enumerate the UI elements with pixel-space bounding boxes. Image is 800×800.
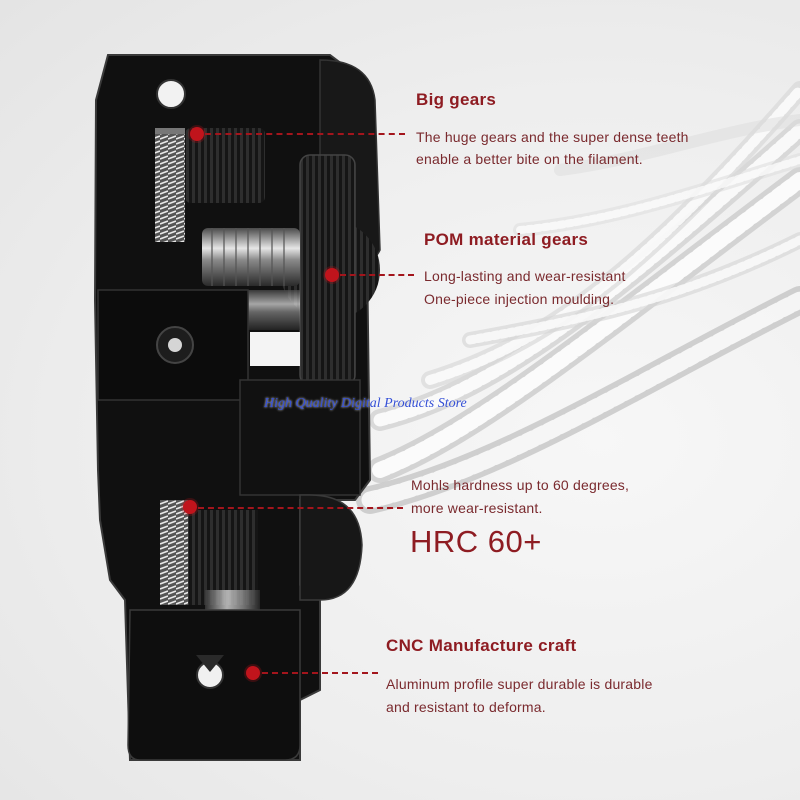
marker-dot [183, 500, 197, 514]
callout-desc-line-1: Mohls hardness up to 60 degrees, [411, 477, 630, 493]
mounting-hole-bottom [197, 662, 223, 688]
marker-dot [246, 666, 260, 680]
callout-title: CNC Manufacture craft [386, 636, 577, 655]
callout-desc-line-2: One-piece injection moulding. [424, 291, 615, 307]
top-spring [155, 132, 185, 242]
callout-desc-line-1: The huge gears and the super dense teeth [416, 129, 689, 145]
marker-dot [325, 268, 339, 282]
callout-desc-line-2: more wear-resistant. [411, 500, 543, 516]
leader-line [198, 507, 403, 509]
callout-desc-line-1: Aluminum profile super durable is durabl… [386, 676, 653, 692]
callout-desc-line-1: Long-lasting and wear-resistant [424, 268, 626, 284]
leader-line [340, 274, 414, 276]
callout-title: POM material gears [424, 230, 589, 249]
drive-gear-metal [202, 228, 300, 286]
leader-line [262, 672, 378, 674]
leader-line [205, 133, 405, 135]
store-watermark: High Quality Digital Products Store [264, 396, 467, 411]
callout-desc-line-2: and resistant to deforma. [386, 699, 546, 715]
mounting-hole-top [157, 80, 185, 108]
callout-desc-line-2: enable a better bite on the filament. [416, 151, 643, 167]
callout-title: Big gears [416, 90, 497, 109]
marker-dot [190, 127, 204, 141]
bottom-spring [160, 500, 188, 605]
hardness-rating: HRC 60+ [410, 524, 542, 559]
